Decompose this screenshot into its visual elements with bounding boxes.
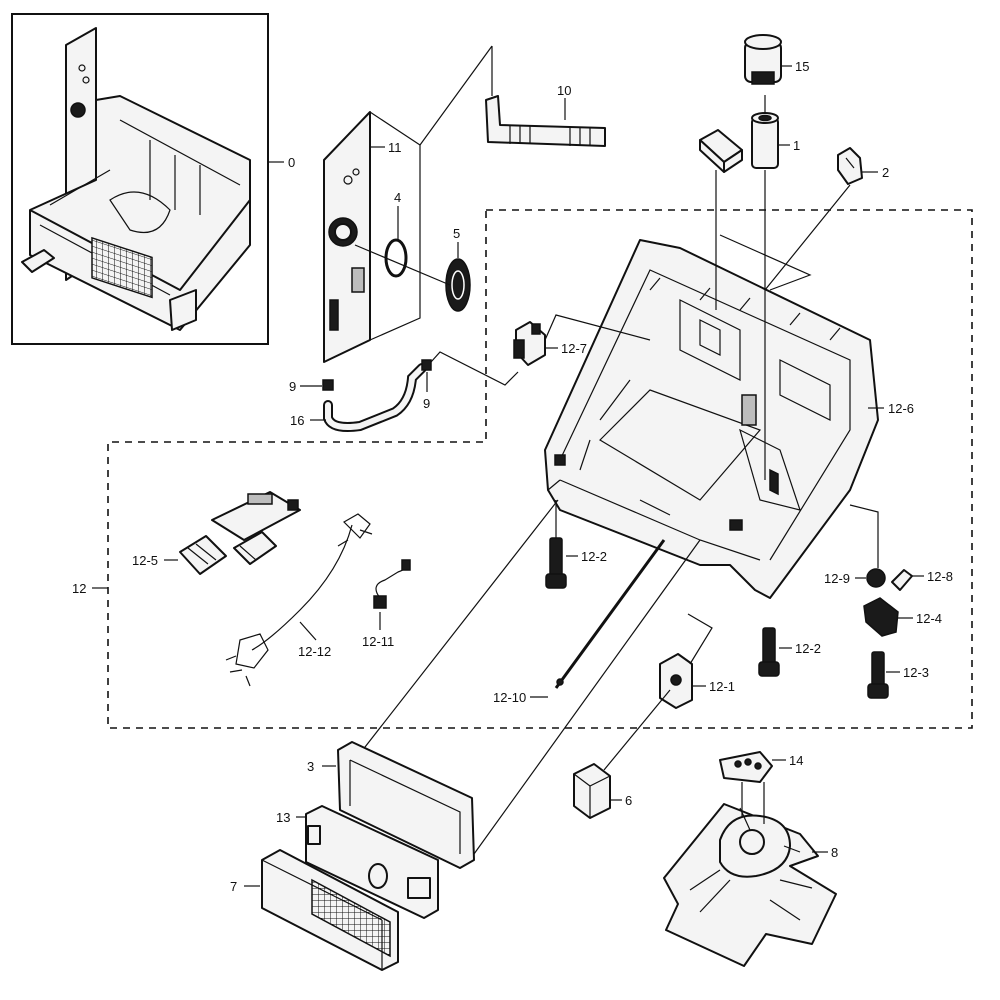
assembly-overview-drawing: [21, 27, 251, 331]
clamp-right: 9: [421, 359, 432, 411]
guide-rod: 12-10: [493, 539, 666, 705]
callout-2: 2: [882, 165, 889, 180]
callout-10: 10: [557, 83, 571, 98]
callout-15: 15: [795, 59, 809, 74]
rear-foot: 12-3: [867, 651, 929, 699]
callout-12-10: 12-10: [493, 690, 526, 705]
callout-6: 6: [625, 793, 632, 808]
clip-bracket: 2: [837, 147, 889, 185]
drain-hose: 10: [419, 45, 606, 147]
callout-12-12: 12-12: [298, 644, 331, 659]
sump-cover: 14: [719, 751, 803, 783]
connecting-tube: 16: [290, 363, 427, 432]
base-assembly-frame: 12: [72, 209, 973, 729]
callout-12: 12: [72, 581, 86, 596]
control-panel-bracket: 11: [323, 111, 421, 363]
callout-9-right: 9: [423, 396, 430, 411]
nut-part: 12-9: [824, 568, 886, 588]
assembly-overview-box: 0: [11, 13, 295, 345]
callout-12-3: 12-3: [903, 665, 929, 680]
foam-pad: [699, 129, 743, 173]
foot-bracket: 12-4: [863, 597, 942, 637]
callout-12-7: 12-7: [561, 341, 587, 356]
callout-12-1: 12-1: [709, 679, 735, 694]
pump-cap: 15: [744, 34, 809, 85]
callout-13: 13: [276, 810, 290, 825]
sensor-cable: 12-11: [362, 559, 411, 649]
wire-harness: 12-12: [225, 513, 373, 687]
callout-9-left: 9: [289, 379, 296, 394]
callout-14: 14: [789, 753, 803, 768]
callout-12-2-right: 12-2: [795, 641, 821, 656]
inlet-valve: 12-7: [513, 314, 651, 366]
callout-12-2-left: 12-2: [581, 549, 607, 564]
callout-12-8: 12-8: [927, 569, 953, 584]
callout-12-4: 12-4: [916, 611, 942, 626]
callout-12-11: 12-11: [362, 634, 394, 649]
callout-3: 3: [307, 759, 314, 774]
adjustable-foot-right: 12-2: [758, 627, 821, 677]
callout-11: 11: [388, 140, 402, 155]
callout-12-9: 12-9: [824, 571, 850, 586]
filter-disc: 5: [445, 226, 471, 312]
callout-1: 1: [793, 138, 800, 153]
adjustable-foot-left: 12-2: [545, 500, 607, 589]
insulation-pad: 6: [573, 689, 671, 819]
spring-clip: 12-8: [891, 569, 953, 591]
callout-12-5: 12-5: [132, 553, 158, 568]
callout-5: 5: [453, 226, 460, 241]
sensor-bracket: 12-1: [659, 613, 735, 709]
seal-ring: 4: [384, 190, 408, 278]
callout-8: 8: [831, 845, 838, 860]
callout-16: 16: [290, 413, 304, 428]
callout-4: 4: [394, 190, 401, 205]
wire-duct: 12-5: [132, 491, 301, 575]
base-plate: 8: [663, 782, 838, 967]
base-frame: 12-6: [544, 239, 914, 599]
front-cover: 7: [230, 849, 399, 971]
clamp-left: 9: [289, 379, 334, 394]
callout-7: 7: [230, 879, 237, 894]
control-board: 13: [276, 805, 439, 919]
callout-12-6: 12-6: [888, 401, 914, 416]
inner-panel: 3: [307, 741, 475, 869]
callout-0: 0: [288, 155, 295, 170]
capacitor: 1: [751, 95, 800, 169]
